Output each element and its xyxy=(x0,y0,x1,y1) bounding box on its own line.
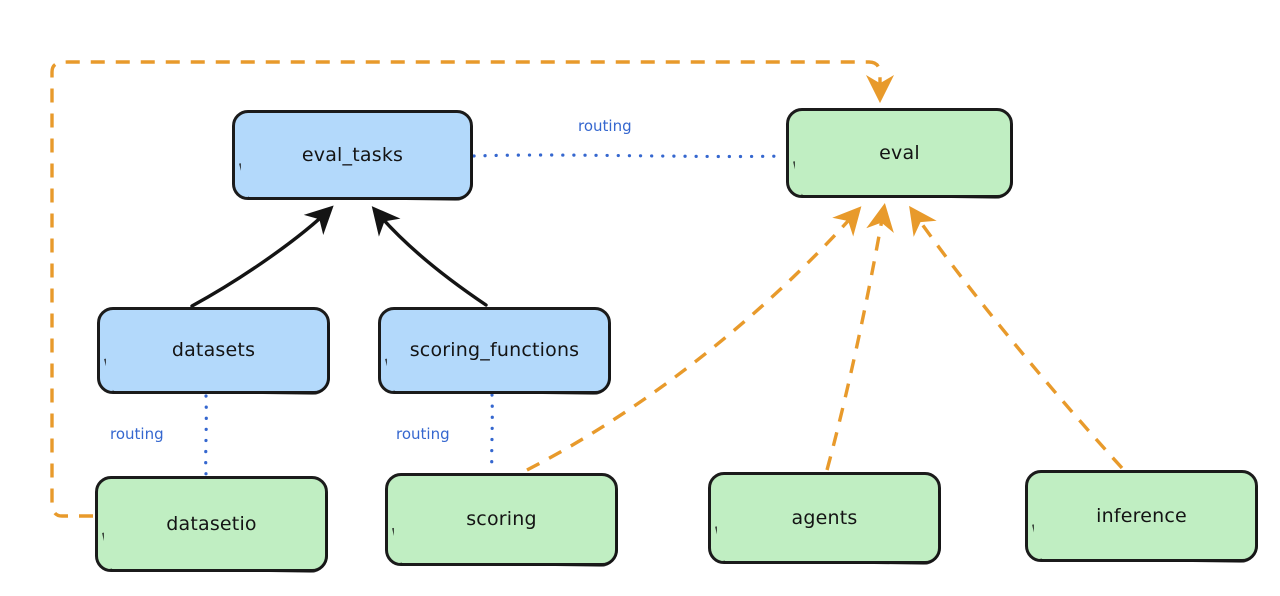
edge-label-routing-datasets: routing xyxy=(110,425,164,443)
edge-scoring-functions-to-scoring xyxy=(490,393,494,473)
node-agents-label: agents xyxy=(791,506,858,529)
node-scoring-label: scoring xyxy=(466,508,537,531)
node-scoring-functions-label: scoring_functions xyxy=(409,339,580,362)
node-datasets[interactable]: datasets xyxy=(97,307,330,394)
node-datasetio-label: datasetio xyxy=(166,512,257,535)
edge-inference-to-eval xyxy=(909,205,1124,470)
node-eval-tasks-label: eval_tasks xyxy=(301,143,404,166)
node-inference-label: inference xyxy=(1096,504,1187,527)
node-eval-tasks[interactable]: eval_tasks xyxy=(232,110,473,200)
node-scoring[interactable]: scoring xyxy=(385,473,618,566)
edge-datasets-to-datasetio xyxy=(204,394,208,476)
node-inference[interactable]: inference xyxy=(1025,470,1258,562)
edge-eval-tasks-to-eval xyxy=(472,153,786,159)
edge-label-routing-scoring: routing xyxy=(396,425,450,443)
node-eval[interactable]: eval xyxy=(786,108,1013,198)
edge-datasets-to-eval-tasks xyxy=(190,205,334,308)
node-scoring-functions[interactable]: scoring_functions xyxy=(378,307,611,394)
node-agents[interactable]: agents xyxy=(708,472,941,564)
node-datasetio[interactable]: datasetio xyxy=(95,476,328,572)
node-datasets-label: datasets xyxy=(171,339,256,362)
edge-scoring-functions-to-eval-tasks xyxy=(371,206,488,307)
edge-scoring-to-eval xyxy=(526,206,862,472)
node-eval-label: eval xyxy=(879,141,920,164)
edge-agents-to-eval xyxy=(825,202,894,471)
edge-label-routing-eval: routing xyxy=(578,117,632,135)
edge-datasetio-to-eval xyxy=(50,60,895,518)
